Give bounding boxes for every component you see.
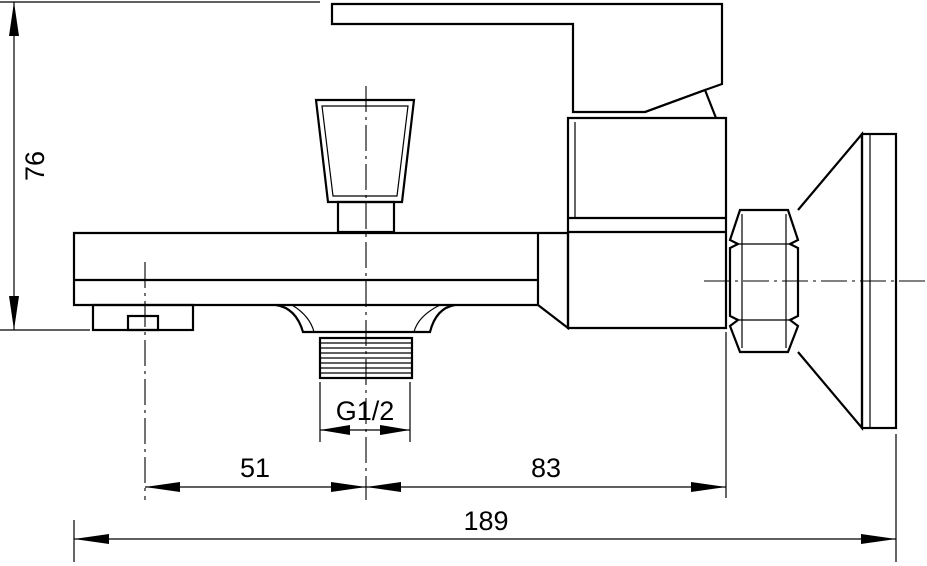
dimension-wall-offset: 83 [366,453,726,492]
mixer-body [566,116,728,330]
thread-label: G1/2 [336,396,395,426]
dimension-height: 76 [9,2,50,330]
lever-handle [330,2,724,119]
wall-offset-label: 83 [531,453,561,483]
diverter-knob [314,98,416,234]
dimension-overall-length: 189 [74,506,896,544]
dimension-spout-offset: 51 [145,453,366,492]
height-label: 76 [20,151,50,181]
spout [72,231,570,332]
spout-offset-label: 51 [240,453,270,483]
center-lines [144,86,927,500]
extension-lines [0,1,897,562]
overall-length-label: 189 [463,506,508,536]
dimension-thread: G1/2 [320,396,410,435]
